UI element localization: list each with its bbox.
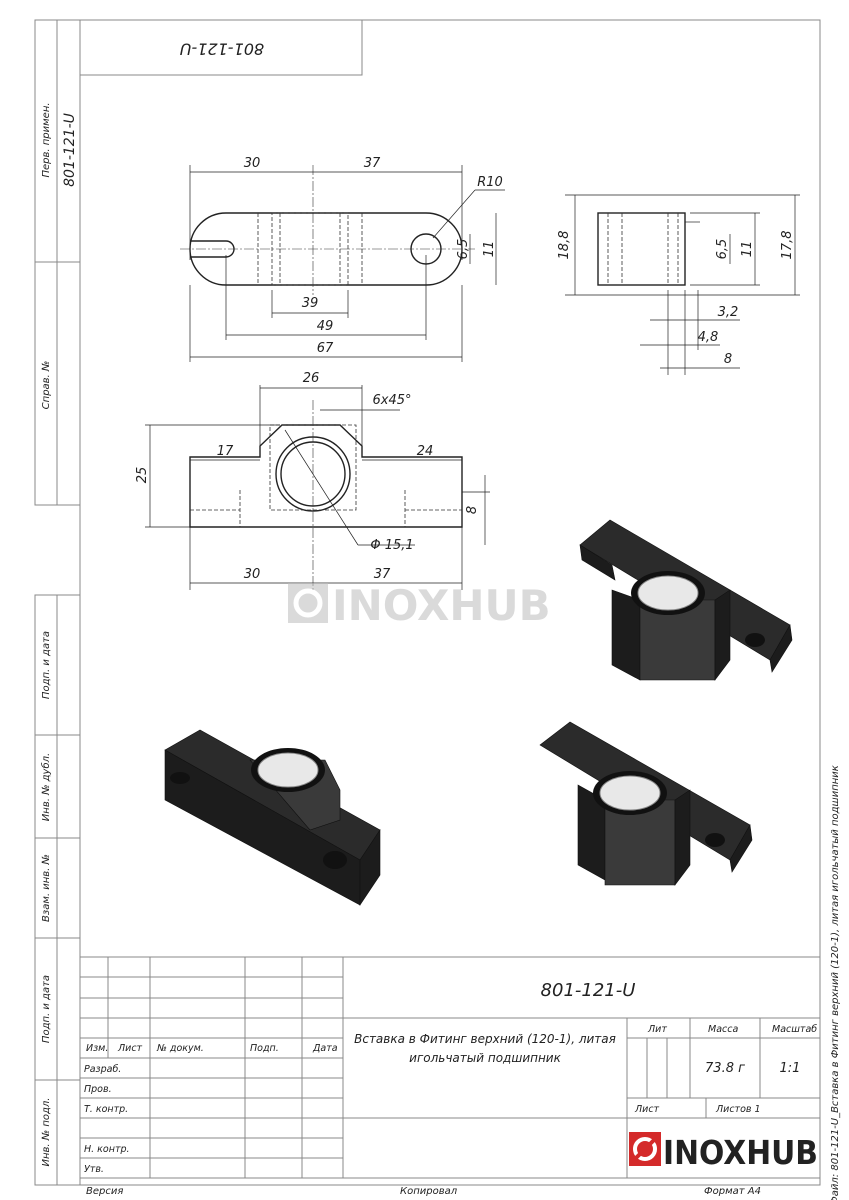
dim-front-30: 30 bbox=[244, 567, 261, 582]
footer-copied: Копировал bbox=[400, 1186, 458, 1197]
dim-front-25: 25 bbox=[135, 467, 150, 484]
dim-top-6-5: 6,5 bbox=[456, 239, 471, 260]
file-label: Файл: 801-121-U_Вставка в Фитинг верхний… bbox=[830, 765, 841, 1200]
scale-value: 1:1 bbox=[780, 1061, 801, 1076]
dim-top-67: 67 bbox=[317, 341, 334, 356]
sheets-label: Листов 1 bbox=[715, 1104, 761, 1115]
iso-render-2 bbox=[164, 729, 381, 906]
inoxhub-logo: INOXHUB bbox=[629, 1132, 818, 1172]
dim-side-8: 8 bbox=[724, 352, 732, 367]
dim-side-6-5: 6,5 bbox=[715, 239, 730, 260]
footer-format: Формат А4 bbox=[704, 1186, 761, 1197]
role-utv: Утв. bbox=[84, 1164, 104, 1175]
dim-front-17: 17 bbox=[217, 444, 234, 459]
watermark-text: INOXHUB bbox=[332, 581, 551, 630]
dim-top-11: 11 bbox=[482, 241, 497, 258]
header-list: Лист bbox=[117, 1043, 143, 1054]
designation: 801-121-U bbox=[541, 980, 636, 1001]
dim-front-bore: Φ 15,1 bbox=[370, 538, 413, 553]
stamp-inv-podl: Инв. № подл. bbox=[41, 1098, 52, 1167]
dim-front-37: 37 bbox=[374, 567, 391, 582]
dim-top-39: 39 bbox=[302, 296, 319, 311]
logo-text: INOXHUB bbox=[663, 1133, 818, 1172]
stamp-sprav-no: Справ. № bbox=[41, 361, 52, 410]
scale-label: Масштаб bbox=[772, 1024, 817, 1035]
dim-front-24: 24 bbox=[417, 444, 434, 459]
title-block: Изм. Лист № докум. Подп. Дата Разраб. Пр… bbox=[80, 956, 820, 1179]
top-view: 30 37 R10 39 49 67 6,5 11 bbox=[180, 156, 505, 362]
title-line-2: игольчатый подшипник bbox=[409, 1051, 561, 1065]
role-n-kontr: Н. контр. bbox=[84, 1144, 130, 1155]
header-data: Дата bbox=[312, 1043, 338, 1054]
role-razrab: Разраб. bbox=[84, 1064, 121, 1075]
stamp-podp-data-2: Подп. и дата bbox=[41, 975, 52, 1043]
dim-top-37: 37 bbox=[364, 156, 381, 171]
watermark: INOXHUB bbox=[288, 581, 551, 630]
role-t-kontr: Т. контр. bbox=[84, 1104, 128, 1115]
stamp-podp-data-1: Подп. и дата bbox=[41, 631, 52, 699]
lit-label: Лит bbox=[647, 1024, 667, 1035]
footer-version: Версия bbox=[86, 1186, 123, 1197]
dim-side-4-8: 4,8 bbox=[698, 330, 719, 345]
role-prov: Пров. bbox=[84, 1084, 112, 1095]
header-doc-no: № докум. bbox=[156, 1043, 204, 1054]
dim-top-r10: R10 bbox=[477, 175, 503, 190]
stamp-perv-primen: Перв. примен. bbox=[41, 102, 52, 177]
dim-front-chamfer: 6x45° bbox=[372, 393, 411, 408]
header-izm: Изм. bbox=[86, 1043, 108, 1054]
front-view: 26 6x45° 17 24 25 8 Φ 15,1 30 37 bbox=[135, 371, 490, 590]
sheet-frame bbox=[34, 19, 821, 1186]
title-line-1: Вставка в Фитинг верхний (120-1), литая bbox=[354, 1032, 616, 1046]
iso-render-1 bbox=[579, 519, 793, 681]
dim-front-26: 26 bbox=[303, 371, 320, 386]
dim-side-11: 11 bbox=[740, 241, 755, 258]
dim-side-18-8: 18,8 bbox=[557, 231, 572, 260]
mirrored-designation: 801-121-U bbox=[180, 40, 265, 59]
dim-side-17-8: 17,8 bbox=[780, 231, 795, 260]
stamp-vzam-inv: Взам. инв. № bbox=[41, 854, 52, 922]
side-view: 18,8 6,5 11 17,8 3,2 4,8 8 bbox=[557, 194, 800, 375]
mass-label: Масса bbox=[708, 1024, 738, 1035]
mass-value: 73.8 г bbox=[705, 1061, 745, 1076]
dim-top-30: 30 bbox=[244, 156, 261, 171]
header-podp: Подп. bbox=[250, 1043, 279, 1054]
dim-front-8: 8 bbox=[465, 506, 480, 514]
stamp-perv-primen-value: 801-121-U bbox=[62, 113, 78, 187]
sheet-label: Лист bbox=[634, 1104, 660, 1115]
dim-side-3-2: 3,2 bbox=[718, 305, 739, 320]
dim-top-49: 49 bbox=[317, 319, 334, 334]
stamp-inv-dubl: Инв. № дубл. bbox=[40, 753, 52, 821]
iso-render-3 bbox=[539, 721, 753, 886]
